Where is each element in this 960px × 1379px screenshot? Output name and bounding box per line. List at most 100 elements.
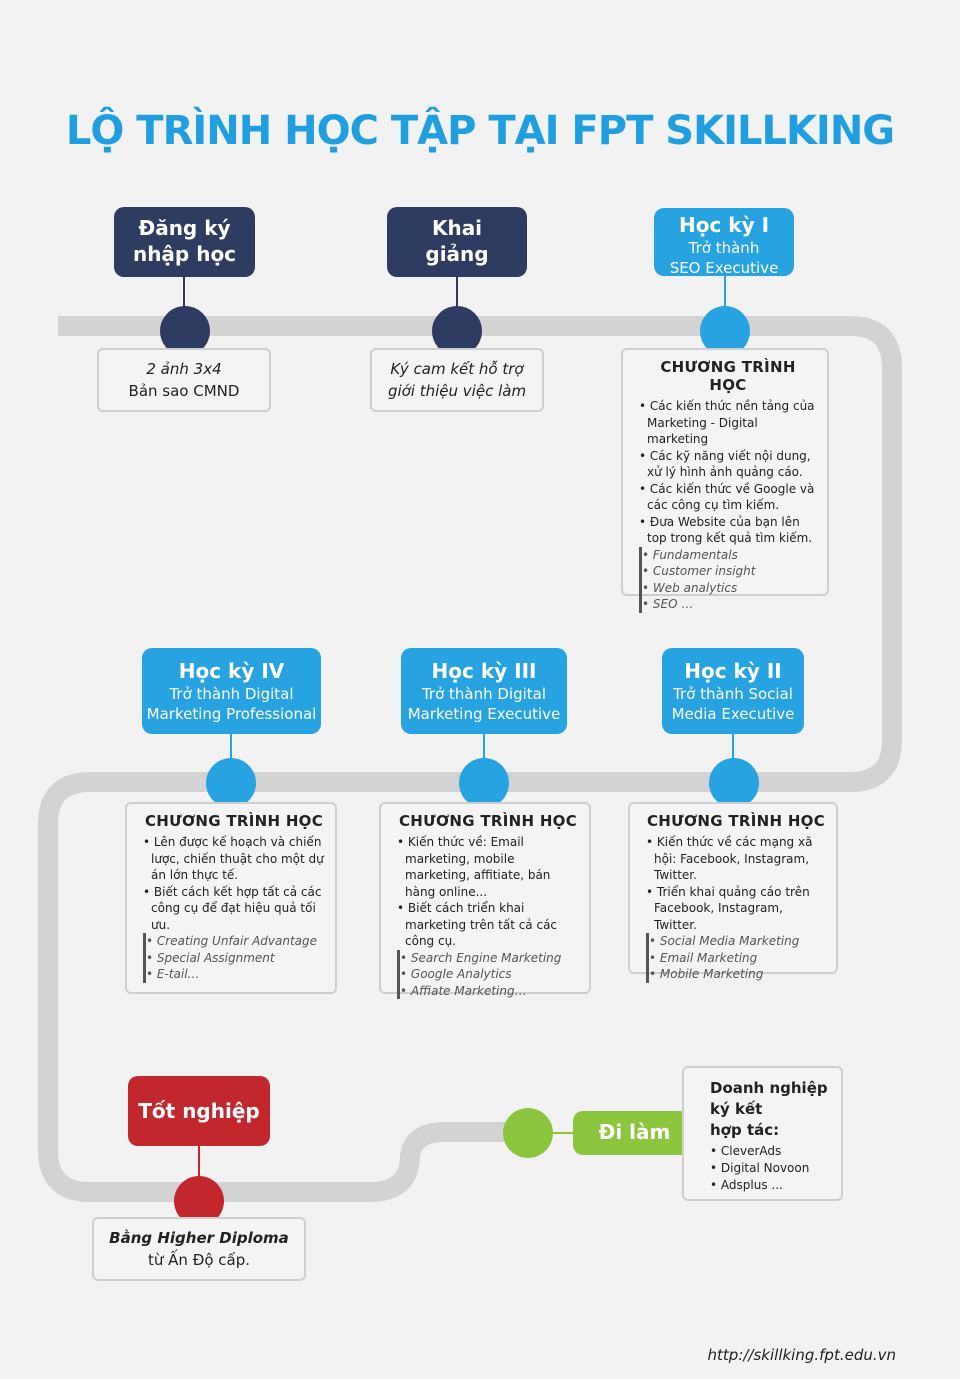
opening-milestone: Khai giảng <box>387 207 527 277</box>
semester-4-sub-line2: Marketing Professional <box>146 705 317 723</box>
partner-heading-line2: ký kết <box>710 1100 763 1118</box>
graduate-milestone: Tốt nghiệp <box>128 1076 270 1146</box>
graduate-note: Bằng Higher Diploma từ Ấn Độ cấp. <box>92 1217 306 1281</box>
partner-item: CleverAds <box>710 1143 831 1160</box>
semester-1-item: Các kỹ năng viết nội dung, xử lý hình ản… <box>639 448 817 481</box>
graduate-title: Tốt nghiệp <box>138 1099 260 1123</box>
footer-url[interactable]: http://skillking.fpt.edu.vn <box>707 1346 896 1364</box>
register-note-line1: 2 ảnh 3x4 <box>146 360 222 378</box>
semester-4-items: Lên được kế hoạch và chiến lược, chiến t… <box>143 834 325 933</box>
semester-2-sub-line2: Media Executive <box>671 705 795 723</box>
semester-1-subject: Fundamentals <box>642 547 817 564</box>
semester-2-program-heading: CHƯƠNG TRÌNH HỌC <box>646 812 826 830</box>
semester-2-milestone: Học kỳ II Trở thành Social Media Executi… <box>662 648 804 734</box>
partner-item: Digital Novoon <box>710 1160 831 1177</box>
semester-2-subject: Email Marketing <box>649 950 826 967</box>
road-path <box>38 316 902 1202</box>
work-milestone: Đi làm <box>573 1111 696 1155</box>
semester-3-sub-line1: Trở thành Digital <box>421 685 547 703</box>
page-title: LỘ TRÌNH HỌC TẬP TẠI FPT SKILLKING <box>65 108 895 154</box>
semester-3-stem <box>483 734 485 759</box>
semester-1-item: Các kiến thức về Google và các công cụ t… <box>639 481 817 514</box>
opening-title-line2: giảng <box>425 242 489 266</box>
graduate-note-line2: từ Ấn Độ cấp. <box>148 1251 250 1269</box>
semester-1-item: Đưa Website của bạn lên top trong kết qu… <box>639 514 817 547</box>
partner-box: Doanh nghiệp ký kết hợp tác: CleverAds D… <box>682 1066 843 1201</box>
semester-3-subject: Google Analytics <box>400 966 579 983</box>
semester-1-sub-line2: SEO Executive <box>669 259 779 277</box>
semester-3-milestone: Học kỳ III Trở thành Digital Marketing E… <box>401 648 567 734</box>
semester-1-title: Học kỳ I <box>678 213 770 237</box>
semester-4-program: CHƯƠNG TRÌNH HỌC Lên được kế hoạch và ch… <box>125 802 337 994</box>
semester-1-milestone: Học kỳ I Trở thành SEO Executive <box>654 208 794 277</box>
semester-3-program: CHƯƠNG TRÌNH HỌC Kiến thức về: Email mar… <box>379 802 591 999</box>
semester-1-stem <box>724 276 726 307</box>
opening-title-line1: Khai <box>431 216 483 240</box>
semester-3-title: Học kỳ III <box>431 659 537 683</box>
semester-4-title: Học kỳ IV <box>178 659 285 683</box>
register-milestone: Đăng ký nhập học <box>114 207 255 277</box>
opening-note-line2: giới thiệu việc làm <box>387 382 527 400</box>
semester-1-sub-line1: Trở thành <box>688 239 760 257</box>
opening-note-line1: Ký cam kết hỗ trợ <box>390 360 524 378</box>
semester-2-stem <box>732 734 734 759</box>
semester-4-item: Biết cách kết hợp tất cả các công cụ để … <box>143 884 325 934</box>
partner-heading-line1: Doanh nghiệp <box>710 1079 828 1097</box>
semester-3-items: Kiến thức về: Email marketing, mobile ma… <box>397 834 579 950</box>
semester-1-subject: SEO … <box>642 596 817 613</box>
semester-2-item: Kiến thức về các mạng xã hội: Facebook, … <box>646 834 826 884</box>
semester-3-item: Biết cách triển khai marketing trên tất … <box>397 900 579 950</box>
semester-2-item: Triển khai quảng cáo trên Facebook, Inst… <box>646 884 826 934</box>
semester-4-stem <box>230 734 232 759</box>
opening-note: Ký cam kết hỗ trợ giới thiệu việc làm <box>370 348 544 412</box>
semester-4-subjects: Creating Unfair Advantage Special Assign… <box>143 933 325 983</box>
semester-4-item: Lên được kế hoạch và chiến lược, chiến t… <box>143 834 325 884</box>
graduate-stem <box>198 1146 200 1177</box>
semester-1-subjects: Fundamentals Customer insight Web analyt… <box>639 546 817 613</box>
semester-2-sub-line1: Trở thành Social <box>673 685 793 703</box>
semester-1-items: Các kiến thức nền tảng của Marketing - D… <box>639 398 817 547</box>
opening-stem <box>456 277 458 307</box>
work-dot <box>503 1108 553 1158</box>
partner-item: Adsplus ... <box>710 1177 831 1194</box>
semester-2-title: Học kỳ II <box>684 659 782 683</box>
work-connector <box>553 1132 575 1134</box>
semester-4-subject: Creating Unfair Advantage <box>146 933 325 950</box>
semester-1-program-heading: CHƯƠNG TRÌNH HỌC <box>660 358 796 394</box>
semester-3-sub-line2: Marketing Executive <box>407 705 561 723</box>
semester-1-subject: Web analytics <box>642 580 817 597</box>
semester-2-subjects: Social Media Marketing Email Marketing M… <box>646 933 826 983</box>
register-stem <box>183 277 185 307</box>
semester-4-subject: E-tail… <box>146 966 325 983</box>
register-title-line1: Đăng ký <box>138 216 231 240</box>
semester-3-subjects: Search Engine Marketing Google Analytics… <box>397 949 579 1000</box>
semester-2-items: Kiến thức về các mạng xã hội: Facebook, … <box>646 834 826 933</box>
semester-1-dot <box>700 306 750 356</box>
semester-3-program-heading: CHƯƠNG TRÌNH HỌC <box>398 812 578 830</box>
register-note-line2: Bản sao CMND <box>128 382 240 400</box>
work-title: Đi làm <box>598 1120 671 1144</box>
semester-1-program: CHƯƠNG TRÌNH HỌC Các kiến thức nền tảng … <box>621 348 829 613</box>
semester-4-milestone: Học kỳ IV Trở thành Digital Marketing Pr… <box>142 648 321 734</box>
semester-2-program: CHƯƠNG TRÌNH HỌC Kiến thức về các mạng x… <box>628 802 838 983</box>
partner-heading-line3: hợp tác: <box>710 1121 780 1139</box>
semester-4-dot <box>206 758 256 808</box>
semester-4-sub-line1: Trở thành Digital <box>169 685 294 703</box>
register-title-line2: nhập học <box>132 242 237 266</box>
semester-4-program-heading: CHƯƠNG TRÌNH HỌC <box>144 812 324 830</box>
semester-3-subject: Search Engine Marketing <box>400 950 579 967</box>
semester-2-dot <box>709 758 759 808</box>
semester-3-dot <box>459 758 509 808</box>
semester-2-subject: Mobile Marketing <box>649 966 826 983</box>
register-dot <box>160 306 210 356</box>
register-note: 2 ảnh 3x4 Bản sao CMND <box>97 348 271 412</box>
semester-1-subject: Customer insight <box>642 563 817 580</box>
semester-1-item: Các kiến thức nền tảng của Marketing - D… <box>639 398 817 448</box>
graduate-note-line1: Bằng Higher Diploma <box>109 1229 289 1247</box>
opening-dot <box>432 306 482 356</box>
semester-3-subject: Affiate Marketing… <box>400 983 579 1000</box>
partner-list: CleverAds Digital Novoon Adsplus ... <box>710 1143 831 1194</box>
semester-4-subject: Special Assignment <box>146 950 325 967</box>
